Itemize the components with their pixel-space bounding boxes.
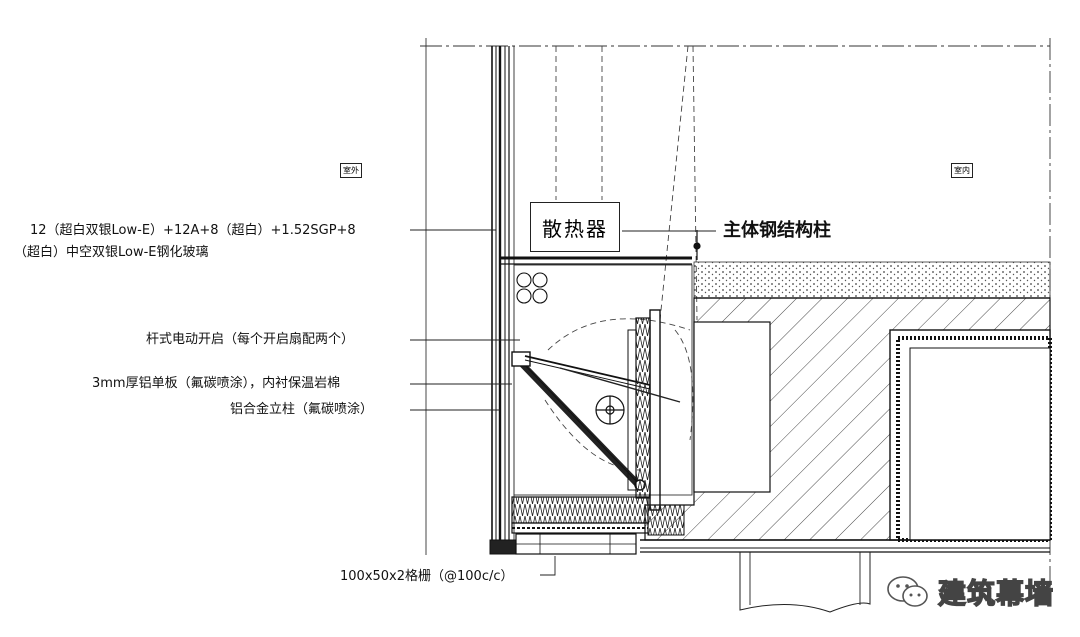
watermark-text: 建筑幕墙: [937, 576, 1055, 610]
watermark: 建筑幕墙: [886, 572, 1054, 612]
insulated-panel: [627, 309, 661, 511]
grille: [515, 533, 637, 555]
pipe-circles: [516, 272, 548, 304]
concrete-beam: [644, 297, 1052, 542]
wechat-logo-icon: [887, 576, 928, 607]
mullion-glass: [489, 46, 517, 555]
glass-spec-line1: 12（超白双银Low-E）+12A+8（超白）+1.52SGP+8: [30, 223, 356, 238]
radiator-label: 散热器: [530, 202, 620, 252]
vent-sash: [511, 351, 651, 491]
steel-column-label: 主体钢结构柱: [723, 220, 831, 241]
grille-label: 100x50x2格栅（@100c/c）: [340, 569, 514, 584]
bottom-sill: [511, 496, 685, 536]
room-label-right: 室内: [951, 163, 973, 178]
glass-spec-line2: （超白）中空双银Low-E钢化玻璃: [14, 245, 209, 260]
floor-screed: [693, 261, 1051, 299]
actuator-motor: [595, 395, 625, 425]
room-label-left: 室外: [340, 163, 362, 178]
leader-lines: [410, 229, 716, 576]
mullion-label: 铝合金立柱（氟碳喷涂）: [230, 402, 374, 417]
actuator-label: 杆式电动开启（每个开启扇配两个）: [146, 332, 355, 347]
steel-column-marker: [693, 230, 701, 260]
panel-label: 3mm厚铝单板（氟碳喷涂），内衬保温岩棉: [92, 376, 341, 391]
